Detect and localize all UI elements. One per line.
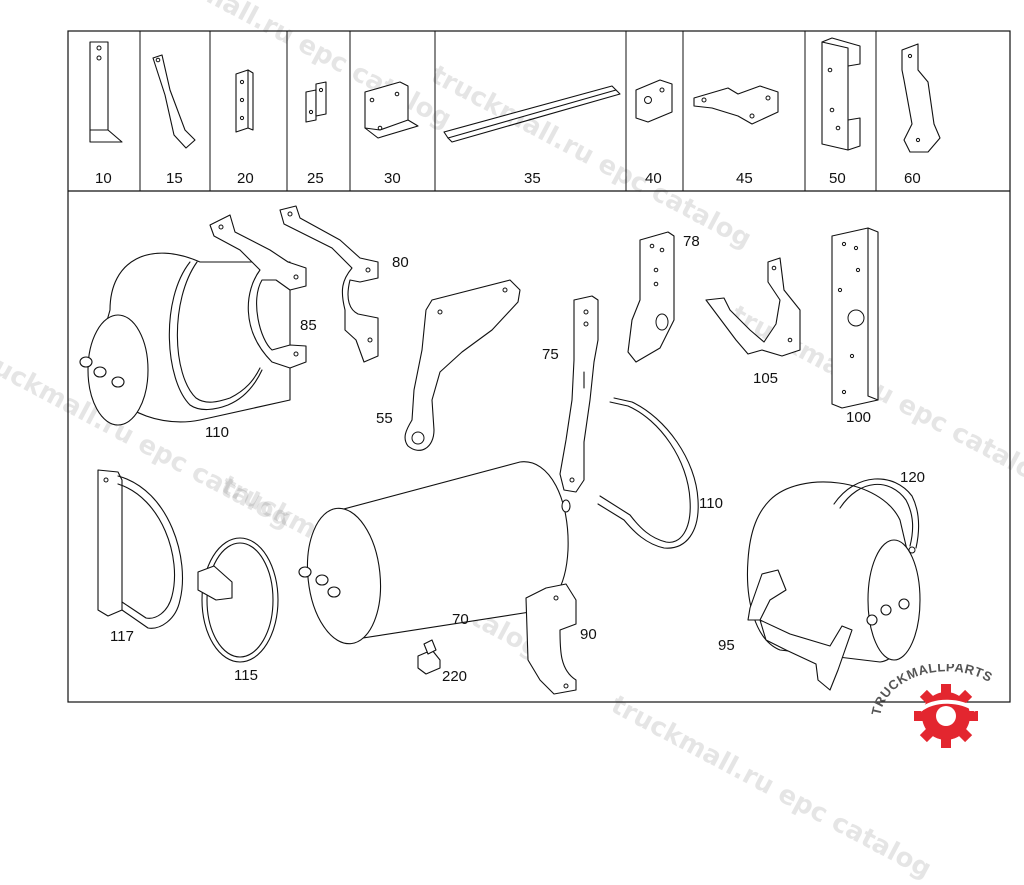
part-30-bracket bbox=[364, 81, 419, 139]
label-85: 85 bbox=[300, 317, 317, 334]
air-tank-upper-left bbox=[79, 252, 291, 426]
part-55-bracket bbox=[404, 279, 521, 451]
part-35-rail bbox=[443, 85, 621, 143]
label-60: 60 bbox=[904, 170, 921, 187]
label-35: 35 bbox=[524, 170, 541, 187]
header-cell-dividers bbox=[139, 31, 877, 191]
label-15: 15 bbox=[166, 170, 183, 187]
part-115-clamp bbox=[197, 537, 279, 663]
label-115: 115 bbox=[234, 667, 258, 684]
part-20-bracket bbox=[235, 69, 254, 133]
part-25-bracket bbox=[305, 81, 327, 123]
strap-120 bbox=[833, 478, 920, 554]
label-20: 20 bbox=[237, 170, 254, 187]
label-30: 30 bbox=[384, 170, 401, 187]
label-120: 120 bbox=[900, 469, 926, 486]
label-117: 117 bbox=[110, 628, 134, 645]
label-110-middle: 110 bbox=[699, 495, 723, 512]
part-80-bracket bbox=[279, 205, 379, 363]
label-90: 90 bbox=[580, 626, 597, 643]
part-220-valve bbox=[417, 639, 441, 675]
part-105-bracket bbox=[705, 257, 801, 357]
strap-110-middle bbox=[597, 397, 699, 549]
label-25: 25 bbox=[307, 170, 324, 187]
label-75: 75 bbox=[542, 346, 559, 363]
part-40-bracket bbox=[635, 79, 673, 123]
part-95-bracket bbox=[747, 569, 853, 691]
label-10: 10 bbox=[95, 170, 112, 187]
outer-frame bbox=[67, 30, 1011, 703]
label-40: 40 bbox=[645, 170, 662, 187]
air-tank-center bbox=[298, 461, 571, 645]
part-100-channel bbox=[831, 227, 879, 409]
label-70: 70 bbox=[452, 611, 469, 628]
diagram-drawing bbox=[67, 30, 1011, 703]
part-15-bracket bbox=[152, 54, 196, 149]
label-100: 100 bbox=[846, 409, 872, 426]
strap-110-upper bbox=[168, 261, 263, 411]
part-78-bracket bbox=[627, 231, 675, 363]
label-95: 95 bbox=[718, 637, 735, 654]
air-tank-lower-right bbox=[746, 481, 921, 663]
part-10-bracket bbox=[89, 41, 123, 143]
part-75-bracket bbox=[559, 295, 599, 493]
gear-icon bbox=[914, 684, 978, 748]
brand-logo: TRUCKMALLPARTS bbox=[858, 659, 1018, 750]
part-60-bracket bbox=[901, 43, 941, 153]
label-45: 45 bbox=[736, 170, 753, 187]
part-50-bracket bbox=[821, 37, 861, 151]
label-50: 50 bbox=[829, 170, 846, 187]
part-85-bracket bbox=[209, 214, 307, 369]
label-110-upper: 110 bbox=[205, 424, 229, 441]
part-117-strap bbox=[97, 469, 184, 629]
label-78: 78 bbox=[683, 233, 700, 250]
part-45-bracket bbox=[693, 85, 779, 125]
label-55: 55 bbox=[376, 410, 393, 427]
label-80: 80 bbox=[392, 254, 409, 271]
part-90-bracket bbox=[525, 583, 577, 695]
label-220: 220 bbox=[442, 668, 468, 685]
label-105: 105 bbox=[753, 370, 779, 387]
